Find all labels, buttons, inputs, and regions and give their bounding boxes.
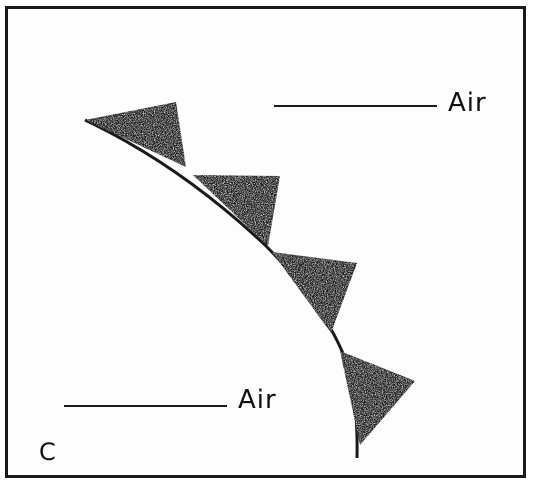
- triangle-molecule-2: [193, 175, 280, 246]
- air-bottom-label: Air: [238, 387, 277, 413]
- air-top-label: Air: [448, 90, 487, 116]
- triangle-molecule-3: [272, 252, 357, 333]
- triangle-molecule-4: [340, 351, 415, 445]
- triangle-molecule-1: [85, 102, 186, 167]
- panel-label: C: [39, 440, 57, 464]
